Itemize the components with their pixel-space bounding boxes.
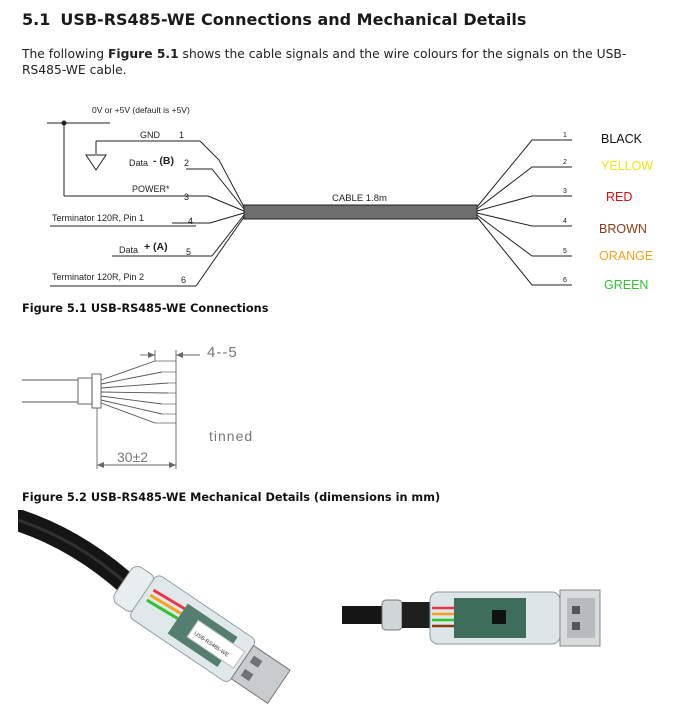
pin-label-terminator-2: Terminator 120R, Pin 2 (52, 272, 144, 282)
pin-number-5: 5 (186, 247, 191, 257)
cable-label: CABLE 1.8m (332, 193, 387, 204)
wire-pin-6: 6 (563, 277, 567, 284)
ground-supply-wiring (47, 120, 208, 197)
wire-pin-4: 4 (563, 218, 567, 225)
pin-label-data-minus: Data (129, 158, 148, 168)
mechanical-drawing: 4--5 tinned 30±2 (22, 344, 253, 469)
pin-suffix-a: + (A) (144, 241, 168, 253)
tinned-note: tinned (209, 428, 253, 444)
pin-label-power: POWER* (132, 184, 170, 194)
overall-arrow-left (97, 462, 104, 468)
wire-colour-green: GREEN (604, 278, 648, 292)
overall-length-dimension: 30±2 (117, 449, 148, 465)
intro-text-before: The following (22, 47, 108, 61)
supply-note: 0V or +5V (default is +5V) (92, 105, 190, 115)
connections-diagram: 0V or +5V (default is +5V) GND 1 Data - … (47, 105, 653, 292)
pin-number-4: 4 (188, 216, 193, 226)
dimension-arrow-left (148, 352, 155, 358)
wire-pin-3: 3 (563, 188, 567, 195)
strip-length-dimension: 4--5 (207, 344, 238, 361)
tinned-ends (155, 360, 176, 424)
wire-pin-2: 2 (563, 159, 567, 166)
dimension-lines (96, 350, 200, 469)
cable-photo-angled: USB-RS485-WE (18, 510, 291, 705)
stripped-conductors (100, 360, 169, 424)
wire-colour-red: RED (606, 190, 632, 204)
wire-pin-5: 5 (563, 248, 567, 255)
pin-label-data-plus: Data (119, 245, 138, 255)
figure-reference: Figure 5.1 (107, 47, 179, 61)
pin-suffix-b: - (B) (153, 155, 174, 167)
wire-pin-1: 1 (563, 132, 567, 139)
intro-text-after: shows the cable signals and the wire col… (22, 47, 627, 77)
cable-photo-flat (342, 589, 601, 647)
section-title: USB-RS485-WE Connections and Mechanical … (60, 10, 527, 29)
cable-jacket-end (77, 377, 93, 405)
dimension-arrow-right (176, 352, 183, 358)
figure-2-caption: Figure 5.2 USB-RS485-WE Mechanical Detai… (22, 491, 441, 504)
ground-symbol (85, 154, 107, 171)
pin-number-2: 2 (184, 158, 189, 168)
cable-body (243, 204, 478, 220)
pin-number-1: 1 (179, 130, 184, 140)
intro-paragraph: The following Figure 5.1 shows the cable… (22, 46, 662, 78)
wire-colour-yellow: YELLOW (601, 159, 653, 173)
wire-colour-black: BLACK (601, 132, 643, 146)
pin-number-3: 3 (184, 192, 189, 202)
pin-label-terminator-1: Terminator 120R, Pin 1 (52, 213, 144, 223)
pin-label-gnd: GND (140, 130, 161, 140)
figure-1-caption: Figure 5.1 USB-RS485-WE Connections (22, 302, 269, 315)
left-wire-fan (50, 140, 245, 287)
section-heading: 5.1 USB-RS485-WE Connections and Mechanic… (22, 10, 526, 29)
right-wire-fan (476, 139, 572, 286)
overall-arrow-right (169, 462, 176, 468)
wire-colour-brown: BROWN (599, 222, 647, 236)
section-number: 5.1 (22, 10, 51, 29)
wire-colour-orange: ORANGE (599, 249, 653, 263)
inner-sleeve (91, 373, 102, 409)
pin-number-6: 6 (181, 275, 186, 285)
